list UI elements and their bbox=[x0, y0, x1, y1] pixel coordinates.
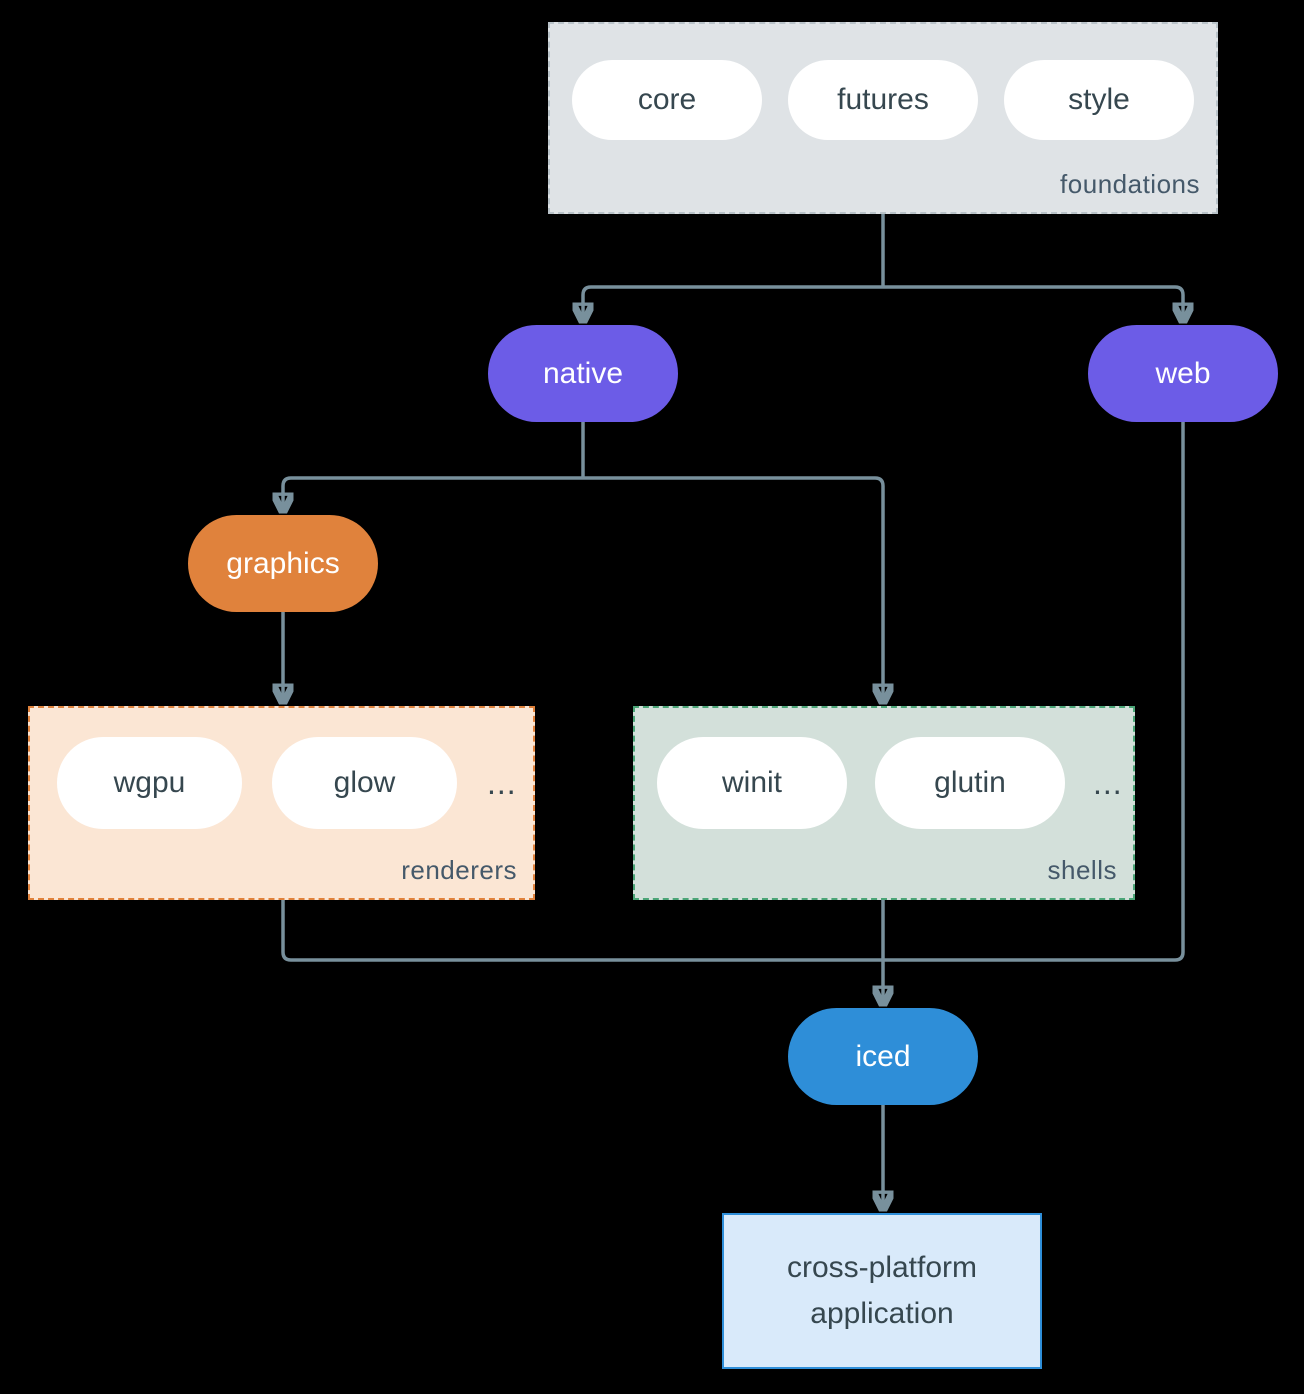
arrow-foundations-to-web bbox=[883, 285, 1183, 318]
node-core: core bbox=[572, 60, 762, 140]
node-futures: futures bbox=[788, 60, 978, 140]
node-wgpu: wgpu bbox=[57, 737, 242, 829]
foundations-group: core futures style foundations bbox=[548, 22, 1218, 214]
node-glow: glow bbox=[272, 737, 457, 829]
arrow-foundations-to-native bbox=[583, 285, 883, 318]
arrow-web-to-merge bbox=[883, 422, 1185, 962]
shells-group: winit glutin ... shells bbox=[633, 706, 1135, 900]
node-winit: winit bbox=[657, 737, 847, 829]
renderers-pill-row: wgpu glow ... bbox=[57, 737, 517, 829]
renderers-group: wgpu glow ... renderers bbox=[28, 706, 535, 900]
node-native: native bbox=[488, 325, 678, 422]
shells-ellipsis: ... bbox=[1093, 764, 1123, 801]
arrow-native-to-graphics bbox=[283, 476, 583, 508]
node-style: style bbox=[1004, 60, 1194, 140]
foundations-pill-row: core futures style bbox=[572, 60, 1194, 140]
node-glutin: glutin bbox=[875, 737, 1065, 829]
foundations-label: foundations bbox=[1060, 169, 1200, 199]
node-web: web bbox=[1088, 325, 1278, 422]
shells-label: shells bbox=[1047, 855, 1117, 885]
renderers-ellipsis: ... bbox=[487, 764, 517, 801]
arrow-renderers-to-merge bbox=[281, 900, 883, 962]
node-cross-platform-application: cross-platform application bbox=[722, 1213, 1042, 1369]
node-graphics: graphics bbox=[188, 515, 378, 612]
shells-pill-row: winit glutin ... bbox=[657, 737, 1123, 829]
renderers-label: renderers bbox=[401, 855, 517, 885]
arrow-native-to-shells bbox=[583, 476, 883, 699]
node-iced: iced bbox=[788, 1008, 978, 1105]
